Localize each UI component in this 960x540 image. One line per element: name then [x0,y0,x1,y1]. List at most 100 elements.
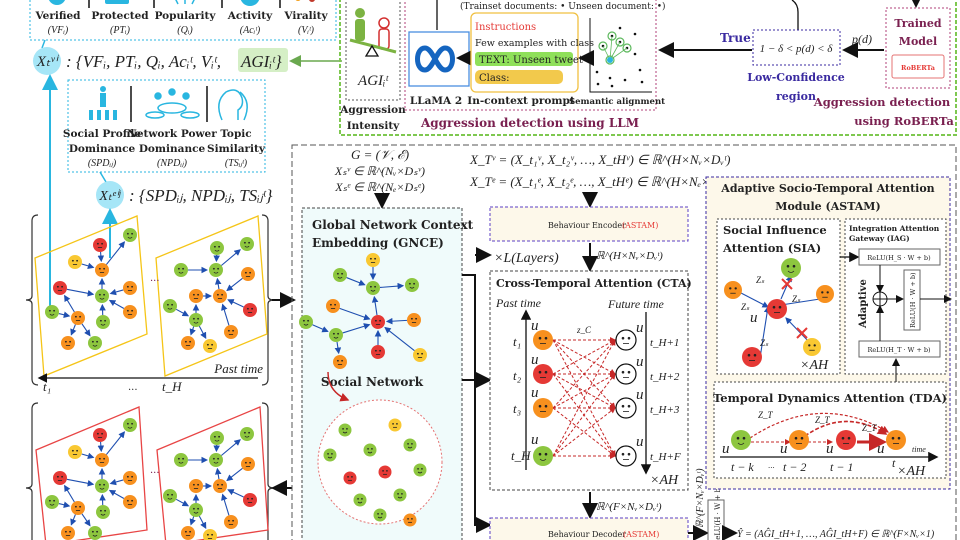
cta-future-3: t_H+3 [650,404,680,416]
cta-future-1: t_H+1 [650,337,679,349]
edge [342,323,371,334]
unseen-point [607,57,613,63]
calm-user-node [209,453,223,467]
iag-title-2: Gateway (IAG) [849,234,910,243]
angry-user-node [371,315,385,329]
edge [346,277,366,286]
cta-past-label: Past time [495,296,542,310]
tda-time-t-1: t − 1 [830,460,853,474]
astam-title-1: Adaptive Socio-Temporal Attention [720,182,934,195]
encoder-layers: ×L(Layers) [494,251,559,266]
edge [379,282,405,290]
annoyed-user-node [224,325,238,339]
edge [66,478,95,487]
true-label: True [720,31,751,45]
annoyed-user-node [123,305,137,319]
plus-icon [873,292,887,306]
edge [81,323,91,337]
roberta-label: RoBERTa [901,64,936,72]
cta-future-F: t_H+F [650,451,681,463]
edge [385,317,408,325]
cta-future-label: Future time [607,297,665,311]
edge-label-ts-2: Similarity [207,143,266,155]
edge-features-border [67,79,266,173]
temporal-node-formula: X_Tᵛ = (X_t₁ᵛ, X_t₂ᵛ, …, X_tHᵛ) ∈ ℝ^(H×N… [469,152,731,167]
edge [66,288,95,297]
cta-user: u [636,354,644,370]
feature-symbol-popularity: (Qᵢ) [177,25,193,36]
relu-s-box [858,248,941,266]
edge [64,484,75,503]
edge [81,452,95,460]
edge-features-panel: Social Profile Dominance (SPDᵢⱼ) Network… [63,79,266,173]
verified-icon [48,0,66,5]
edge [108,489,125,500]
prompt-text-line: TEXT: Unseen tweet [479,55,583,66]
edge-label-spd-2: Dominance [69,143,136,155]
decoder-label: Behaviour Decoder [548,530,626,539]
cta-labels: t₁ t₂ t₃ t_H t_H+1 t_H+2 t_H+3 t_H+F z_C… [511,318,681,488]
feature-label-verified: Verified [34,10,81,22]
angry-user-node [378,465,392,479]
prompt-class-line: Class: [479,73,509,84]
scatter-axes [589,18,652,93]
relu-h: ReLU(H · W + b) [909,272,917,328]
network-power-icon [145,88,200,119]
calm-user-node [413,463,427,477]
cta-past-t1: t₁ [513,334,521,349]
user-features-border [29,0,337,41]
low-confidence-label-1: Low-Confidence [747,71,845,84]
calm-user-node [95,479,109,493]
calm-user-node [781,258,801,278]
past-frame-tH [155,215,268,377]
iag-title-1: Integration Attention [849,224,940,233]
edge [105,241,126,265]
prompt-class-bar [475,70,563,84]
edge [214,277,222,290]
static-edge-formula: Xₛᵉ ∈ ℝ^(Nₑ×Dₛᵉ) [334,180,425,194]
trainset-point [640,80,644,84]
tda-time-t-2: t − 2 [783,460,806,474]
feature-icons [48,0,315,8]
behaviour-encoder-button[interactable] [489,206,689,242]
trainset-point [596,82,600,86]
cta-user: u [531,385,539,401]
edge [175,308,190,317]
trainset-point [633,32,637,36]
annoyed-user-node [407,313,421,327]
calm-user-node [163,489,177,503]
edge [221,493,230,516]
sia-zs: Zₛ [741,302,750,312]
llm-title: Aggression detection using LLM [420,116,639,130]
annoyed-user-node [181,336,195,350]
blocked-icon [781,278,793,290]
llama-label: LLaMA 2 [410,95,462,107]
calm-user-node [174,263,188,277]
calm-user-node [338,423,352,437]
agi-highlight [238,48,288,72]
aggression-intensity-label-1: Aggression [339,104,406,116]
future-frame-1 [35,406,148,540]
edge [70,324,77,336]
edge-symbol-npd: (NPDᵢⱼ) [157,158,188,169]
sia-title-2: Attention (SIA) [722,241,821,255]
edge [189,326,196,336]
prompt-instructions: Instructions [475,22,536,33]
relu-h-box [903,269,921,331]
angry-user-node [93,238,107,252]
output-relu: ReLU(H · W + b) [714,485,722,540]
tda-heads: ×AH [897,464,926,479]
annoyed-user-node [533,398,553,418]
edge [58,311,71,318]
neutral-user-node [615,397,637,419]
calm-user-node [88,336,102,350]
blocked-icon [796,327,808,339]
embedding-arrow [327,371,350,402]
edge [97,251,105,263]
calm-user-node [123,418,137,432]
calm-user-node [393,488,407,502]
annoyed-user-node [123,471,137,485]
timeline-ellipsis: ... [128,382,138,393]
edge [552,407,616,457]
